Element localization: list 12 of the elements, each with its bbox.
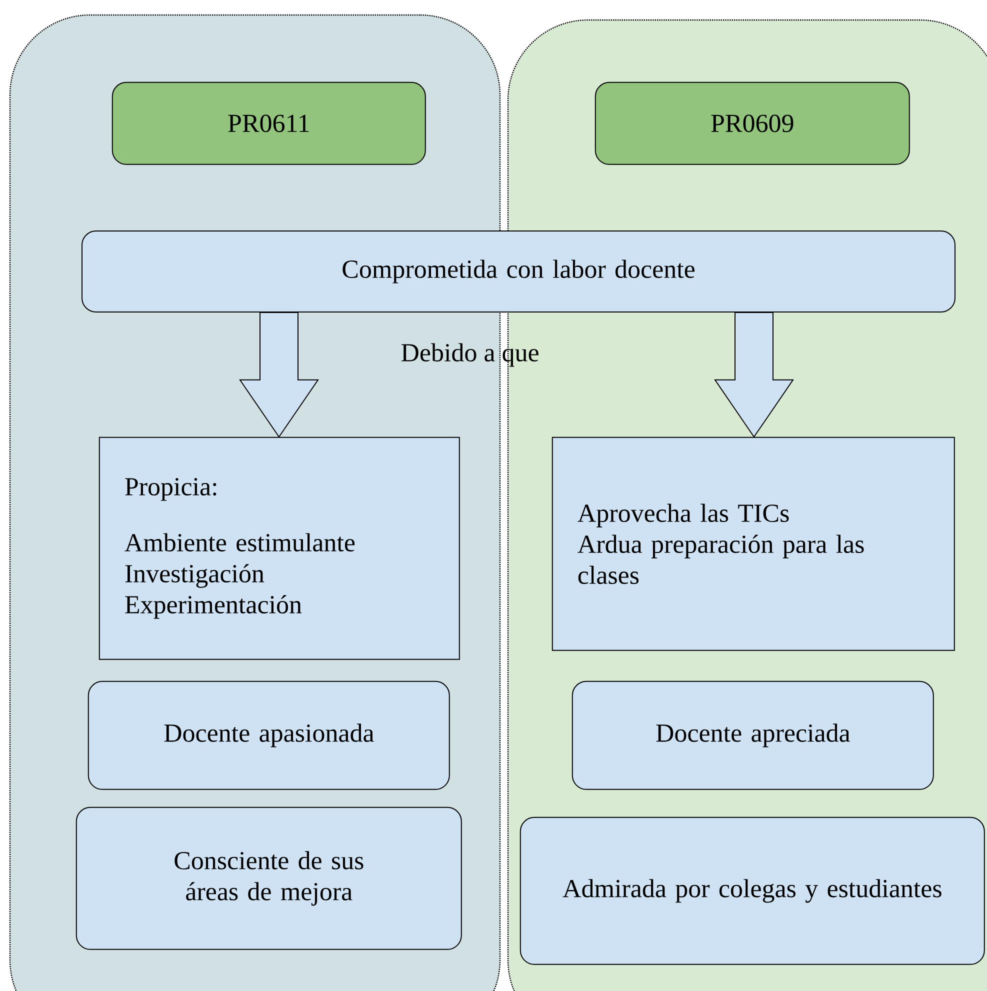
text-box: Aprovecha las TICs Ardua preparación para las clases: [552, 436, 955, 651]
block-arrow: [239, 312, 319, 438]
block-arrow: [714, 312, 794, 438]
rounded-box: Docente apreciada: [572, 680, 934, 790]
rounded-box: Docente apasionada: [88, 680, 450, 790]
rounded-box: Consciente de sus áreas de mejora: [76, 806, 462, 950]
label-text: Debido a que: [401, 343, 538, 367]
rounded-box: Comprometida con labor docente: [82, 230, 956, 312]
rounded-box: PR0609: [594, 82, 910, 165]
text-box: Propicia: Ambiente estimulante Investigación Experimentación: [98, 436, 460, 660]
rounded-box: PR0611: [112, 82, 426, 165]
rounded-box: Admirada por colegas y estudiantes: [520, 816, 985, 965]
